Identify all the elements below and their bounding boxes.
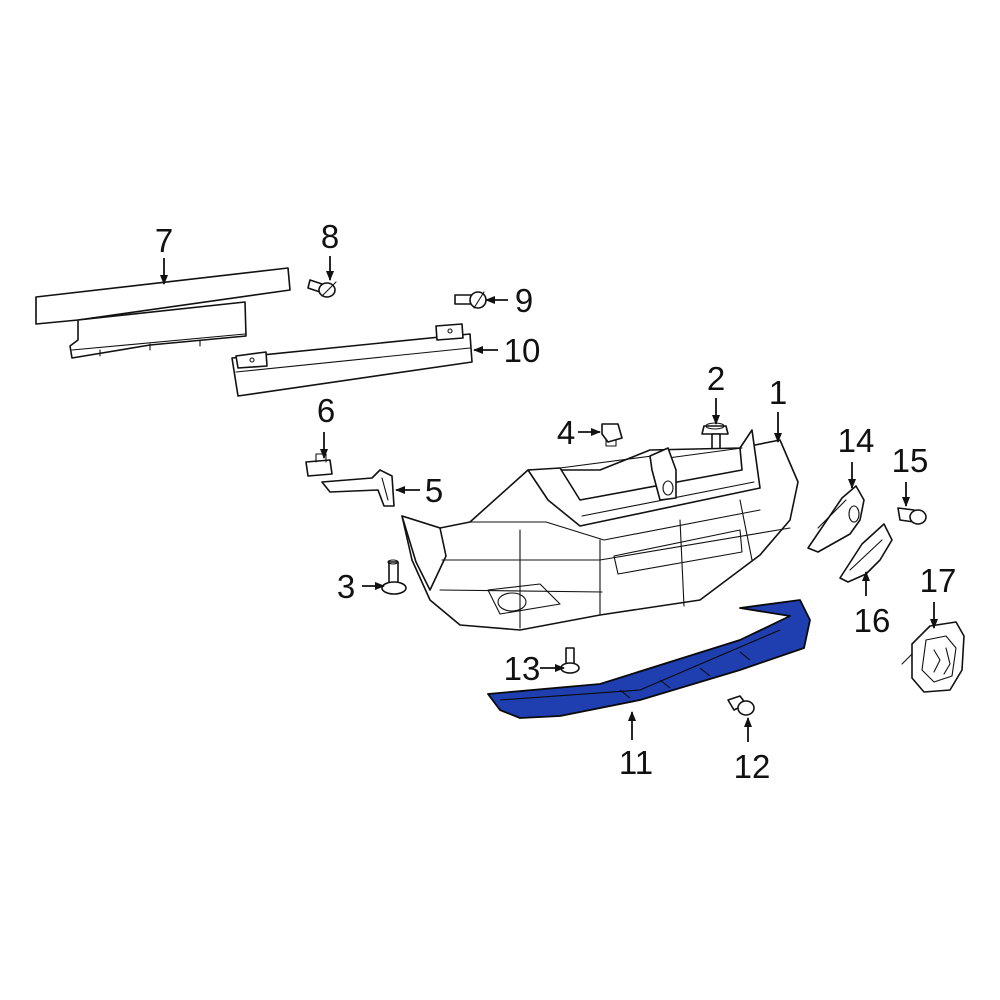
part-13-clip[interactable] [560, 647, 580, 674]
callout-13: 13 [504, 650, 541, 687]
part-9-bolt[interactable] [454, 291, 487, 309]
callout-3: 3 [337, 568, 355, 605]
part-17-emblem[interactable] [901, 621, 965, 693]
part-3-stud[interactable] [381, 559, 407, 595]
callout-1: 1 [769, 374, 787, 411]
part-11-lower-air-dam[interactable] [487, 599, 811, 719]
part-6-clip[interactable] [305, 453, 333, 477]
callout-14: 14 [838, 422, 875, 459]
callout-9: 9 [515, 282, 533, 319]
part-8-bolt[interactable] [307, 279, 337, 298]
callout-11: 11 [619, 744, 653, 781]
part-14-side-bracket[interactable] [807, 485, 865, 553]
callout-10: 10 [504, 332, 541, 369]
part-12-screw[interactable] [727, 695, 755, 716]
callout-2: 2 [707, 360, 725, 397]
callout-16: 16 [854, 602, 891, 639]
callout-6: 6 [317, 392, 335, 429]
callout-5: 5 [425, 472, 443, 509]
part-16-side-bracket[interactable] [839, 523, 893, 583]
callout-8: 8 [321, 218, 339, 255]
part-1-bumper-cover[interactable] [401, 429, 799, 631]
part-5-bracket[interactable] [321, 469, 395, 507]
callout-17: 17 [920, 562, 957, 599]
part-10-reinforcement-beam[interactable] [231, 323, 473, 397]
leader-arrows [160, 256, 938, 742]
callout-4: 4 [557, 414, 575, 451]
part-4-clip[interactable] [601, 423, 623, 447]
callout-labels: 7 8 9 10 2 1 6 4 5 3 14 15 16 17 13 11 1… [155, 218, 957, 785]
part-7-upper-bar[interactable] [35, 267, 291, 359]
callout-15: 15 [892, 442, 929, 479]
callout-12: 12 [734, 748, 771, 785]
part-15-bolt[interactable] [897, 507, 927, 525]
callout-7: 7 [155, 222, 173, 259]
